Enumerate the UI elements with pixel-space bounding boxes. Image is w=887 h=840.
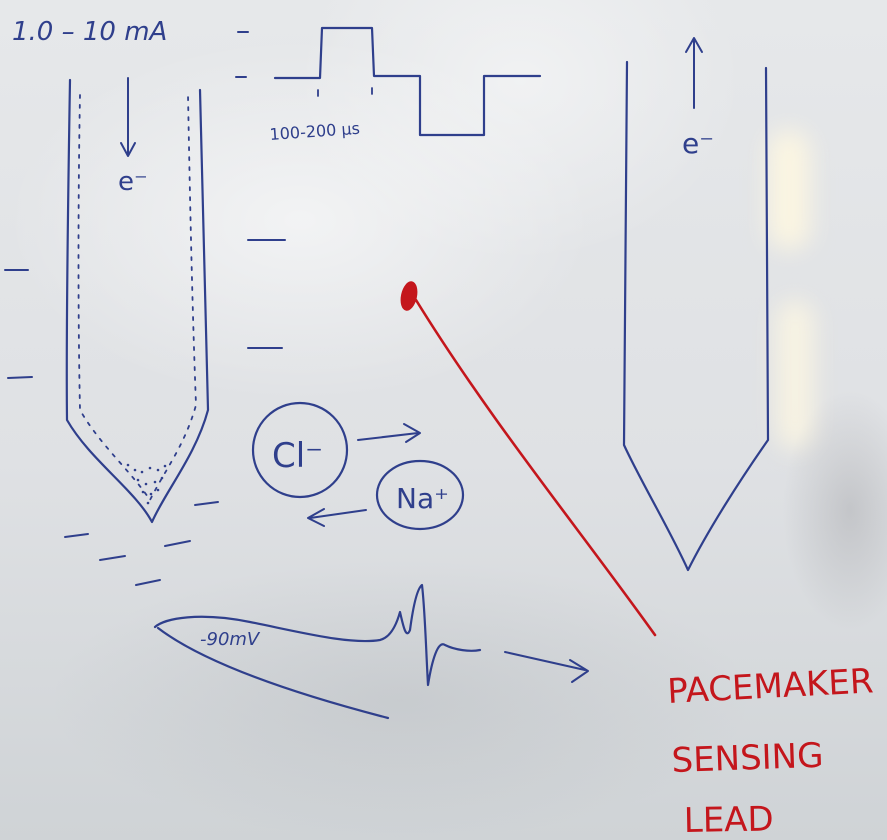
board-shadow <box>0 520 887 840</box>
red-pointer <box>400 281 657 637</box>
chloride-ion: Cl⁻ <box>251 401 421 499</box>
electron-arrow-up <box>685 37 703 109</box>
left-electrode <box>65 78 210 524</box>
membrane-potential-label: -90mV <box>200 629 261 650</box>
electron-label-right: e⁻ <box>682 127 714 160</box>
pacemaker-label-line1: PACEMAKER <box>666 661 874 712</box>
electron-arrow-down <box>120 77 136 157</box>
right-electrode <box>622 60 770 572</box>
stippling <box>126 463 167 505</box>
current-label: 1.0 – 10 mA <box>12 17 167 47</box>
pulse-waveform <box>273 26 542 137</box>
pulse-width-label: 100-200 µs <box>269 119 361 144</box>
scale-marks <box>4 31 286 586</box>
pacemaker-label-line2: SENSING <box>671 736 824 781</box>
pacemaker-label-line3: LEAD <box>683 799 774 840</box>
light-glare <box>776 300 814 450</box>
board-shadow <box>760 360 887 660</box>
pacemaker-label: PACEMAKER SENSING LEAD <box>666 661 874 840</box>
sodium-ion: Na⁺ <box>307 459 465 531</box>
electron-label-left: e⁻ <box>118 167 148 197</box>
chloride-label: Cl⁻ <box>272 436 323 476</box>
light-glare <box>768 130 810 250</box>
action-potential-trace <box>153 583 589 720</box>
sodium-label: Na⁺ <box>396 482 449 515</box>
